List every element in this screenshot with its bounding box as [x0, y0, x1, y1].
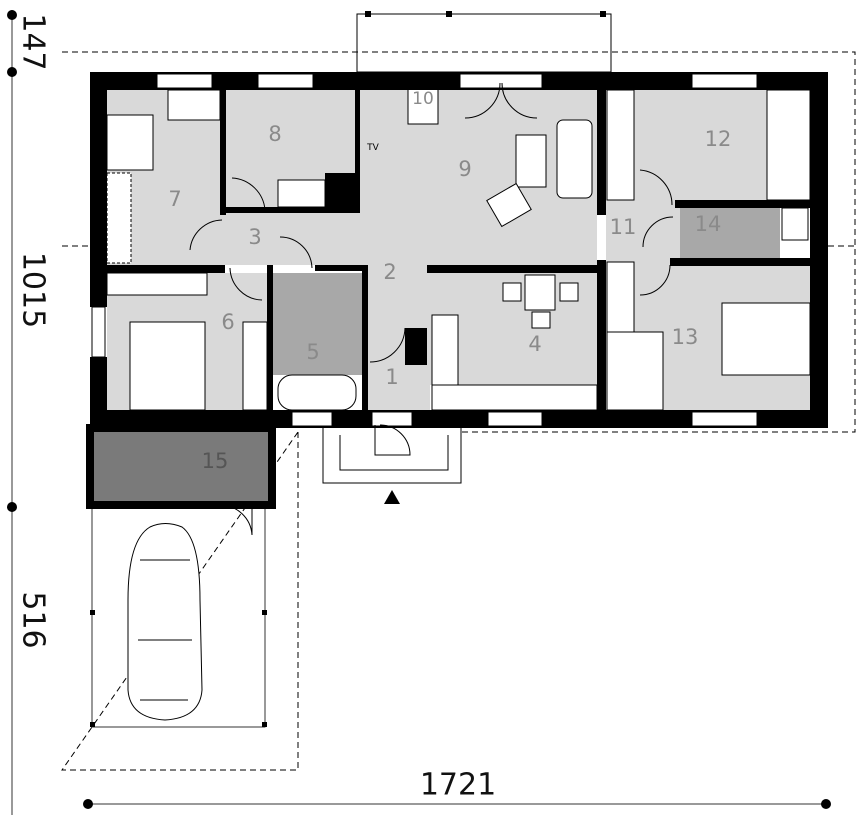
entry-porch [322, 428, 462, 484]
storage-room-15 [86, 424, 276, 509]
storage-door [219, 504, 253, 536]
room-label-13: 13 [672, 325, 699, 349]
room-label-7: 7 [168, 187, 181, 211]
room-label-8: 8 [268, 122, 281, 146]
doors [189, 82, 674, 456]
room-label-15: 15 [202, 449, 229, 473]
room-label-10: 10 [412, 89, 434, 109]
room-label-2: 2 [383, 260, 396, 284]
room-label-6: 6 [221, 310, 234, 334]
windows [91, 73, 758, 427]
dimension-left-bottom: 516 [16, 591, 51, 648]
room-label-9: 9 [458, 157, 471, 181]
dimension-left-top: 147 [16, 13, 51, 70]
dimension-left-middle: 1015 [16, 252, 51, 328]
dimension-lines [7, 10, 831, 815]
terrace-canopy [356, 11, 612, 73]
dimension-bottom: 1721 [420, 768, 496, 803]
room-label-11: 11 [610, 215, 637, 239]
entrance-arrow-icon [384, 490, 400, 504]
room-label-1: 1 [385, 365, 398, 389]
room-label-5: 5 [306, 340, 319, 364]
room-label-3: 3 [248, 225, 261, 249]
room-label-14: 14 [695, 212, 722, 236]
car-icon [127, 523, 203, 721]
room-label-12: 12 [705, 127, 732, 151]
tv-label: TV [366, 143, 379, 153]
room-label-4: 4 [528, 332, 541, 356]
furniture [106, 87, 811, 411]
carport [90, 506, 267, 728]
